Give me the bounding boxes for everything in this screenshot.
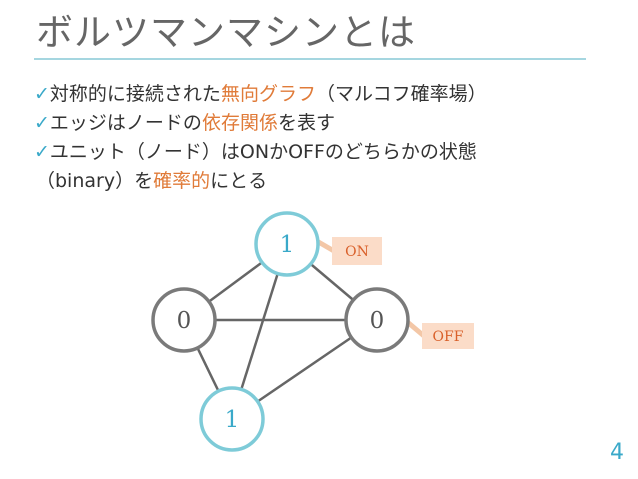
node-label-bottom: 1 (225, 407, 240, 433)
edge-top-bottom (240, 273, 279, 390)
bullet-highlight: 確率的 (153, 170, 211, 192)
bullet-highlight: 無向グラフ (220, 83, 316, 105)
edge-right-bottom (256, 336, 353, 403)
checkmark-icon: ✓ (34, 141, 50, 163)
checkmark-icon: ✓ (34, 83, 50, 105)
callout-label-on: ON (345, 244, 369, 260)
bullet-text: （binary）を (36, 170, 154, 192)
node-label-top: 1 (280, 232, 295, 258)
callout-box-on (332, 237, 382, 265)
page-number: 4 (610, 440, 624, 465)
bullet-list: ✓対称的に接続された無向グラフ（マルコフ確率場） ✓エッジはノードの依存関係を表… (34, 80, 634, 196)
node-group: 1 0 0 1 (151, 211, 410, 452)
title-underline (34, 58, 586, 60)
edge-top-left (208, 261, 263, 303)
bullet-text-tail: にとる (210, 170, 268, 192)
node-left (151, 287, 217, 353)
callout-box-off (422, 323, 474, 349)
node-right (344, 287, 410, 353)
node-bottom (199, 386, 265, 452)
edge-group (196, 261, 355, 403)
bullet-text: ユニット（ノード）はONかOFFのどちらかの状態 (49, 141, 477, 163)
node-label-left: 0 (177, 308, 192, 334)
bullet-continuation: （binary）を確率的にとる (34, 167, 634, 196)
node-top (254, 211, 320, 277)
edge-left-bottom (196, 347, 220, 392)
bullet-text: 対称的に接続された (49, 83, 221, 105)
bullet-item: ✓対称的に接続された無向グラフ（マルコフ確率場） (34, 80, 634, 109)
bullet-item: ✓ユニット（ノード）はONかOFFのどちらかの状態 (34, 138, 634, 167)
bullet-text-tail: （マルコフ確率場） (315, 83, 487, 105)
slide-title: ボルツマンマシンとは (36, 11, 416, 54)
bullet-item: ✓エッジはノードの依存関係を表す (34, 109, 634, 138)
edge-top-right (309, 263, 355, 301)
checkmark-icon: ✓ (34, 112, 50, 134)
bullet-text: エッジはノードの (49, 112, 202, 134)
callout-label-off: OFF (433, 329, 464, 345)
bullet-highlight: 依存関係 (201, 112, 278, 134)
node-label-right: 0 (370, 308, 385, 334)
bullet-text-tail: を表す (277, 112, 335, 134)
